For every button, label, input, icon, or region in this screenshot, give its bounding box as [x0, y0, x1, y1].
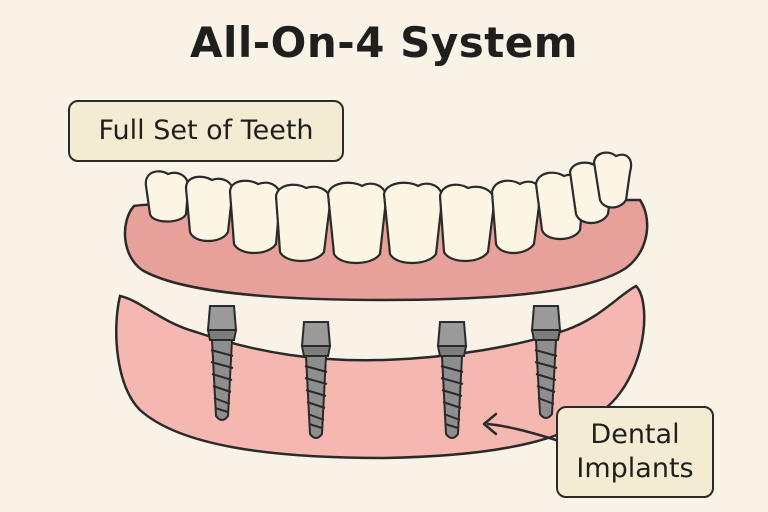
full-set-label: Full Set of Teeth — [68, 100, 344, 162]
arrow-head — [482, 412, 498, 436]
tooth — [382, 181, 444, 265]
tooth — [274, 183, 332, 263]
implants-label-line-2: Implants — [576, 453, 694, 484]
tooth — [326, 181, 388, 265]
implant — [530, 305, 562, 419]
implants-label-line-1: Dental — [590, 419, 680, 450]
lower-gum — [115, 284, 646, 460]
callout-arrow — [486, 422, 558, 442]
dental-implants-label: Dental Implants — [556, 406, 714, 498]
page-title: All-On-4 System — [189, 18, 579, 67]
implant — [206, 305, 238, 421]
full-set-label-text: Full Set of Teeth — [98, 115, 314, 146]
implant — [300, 321, 332, 439]
tooth — [184, 175, 234, 243]
tooth — [228, 179, 282, 255]
tooth — [144, 170, 190, 223]
tooth — [438, 183, 496, 263]
implant — [436, 321, 468, 439]
denture-teeth — [144, 151, 633, 265]
tooth — [490, 179, 542, 255]
tooth — [592, 151, 633, 209]
